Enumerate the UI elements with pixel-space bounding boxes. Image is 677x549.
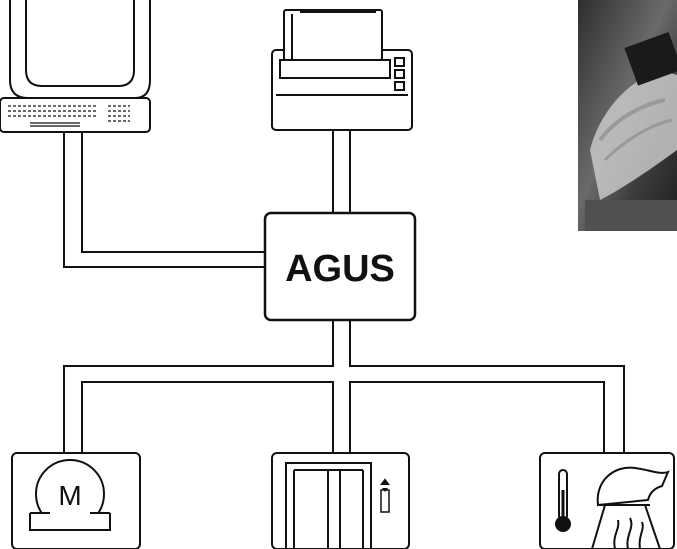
elevator-icon <box>271 452 410 549</box>
connection-lines <box>63 130 625 453</box>
heating-node <box>539 452 675 549</box>
heating-boiler-icon <box>591 466 670 549</box>
electric-motor-icon: M <box>11 452 141 549</box>
printer-icon <box>271 9 413 131</box>
motor-symbol: M <box>58 480 81 511</box>
computer-terminal-icon <box>0 0 151 133</box>
agus-node: AGUS <box>263 211 417 322</box>
photo-inset <box>578 0 677 231</box>
thermometer-icon <box>555 469 571 532</box>
agus-label: AGUS <box>285 248 395 290</box>
